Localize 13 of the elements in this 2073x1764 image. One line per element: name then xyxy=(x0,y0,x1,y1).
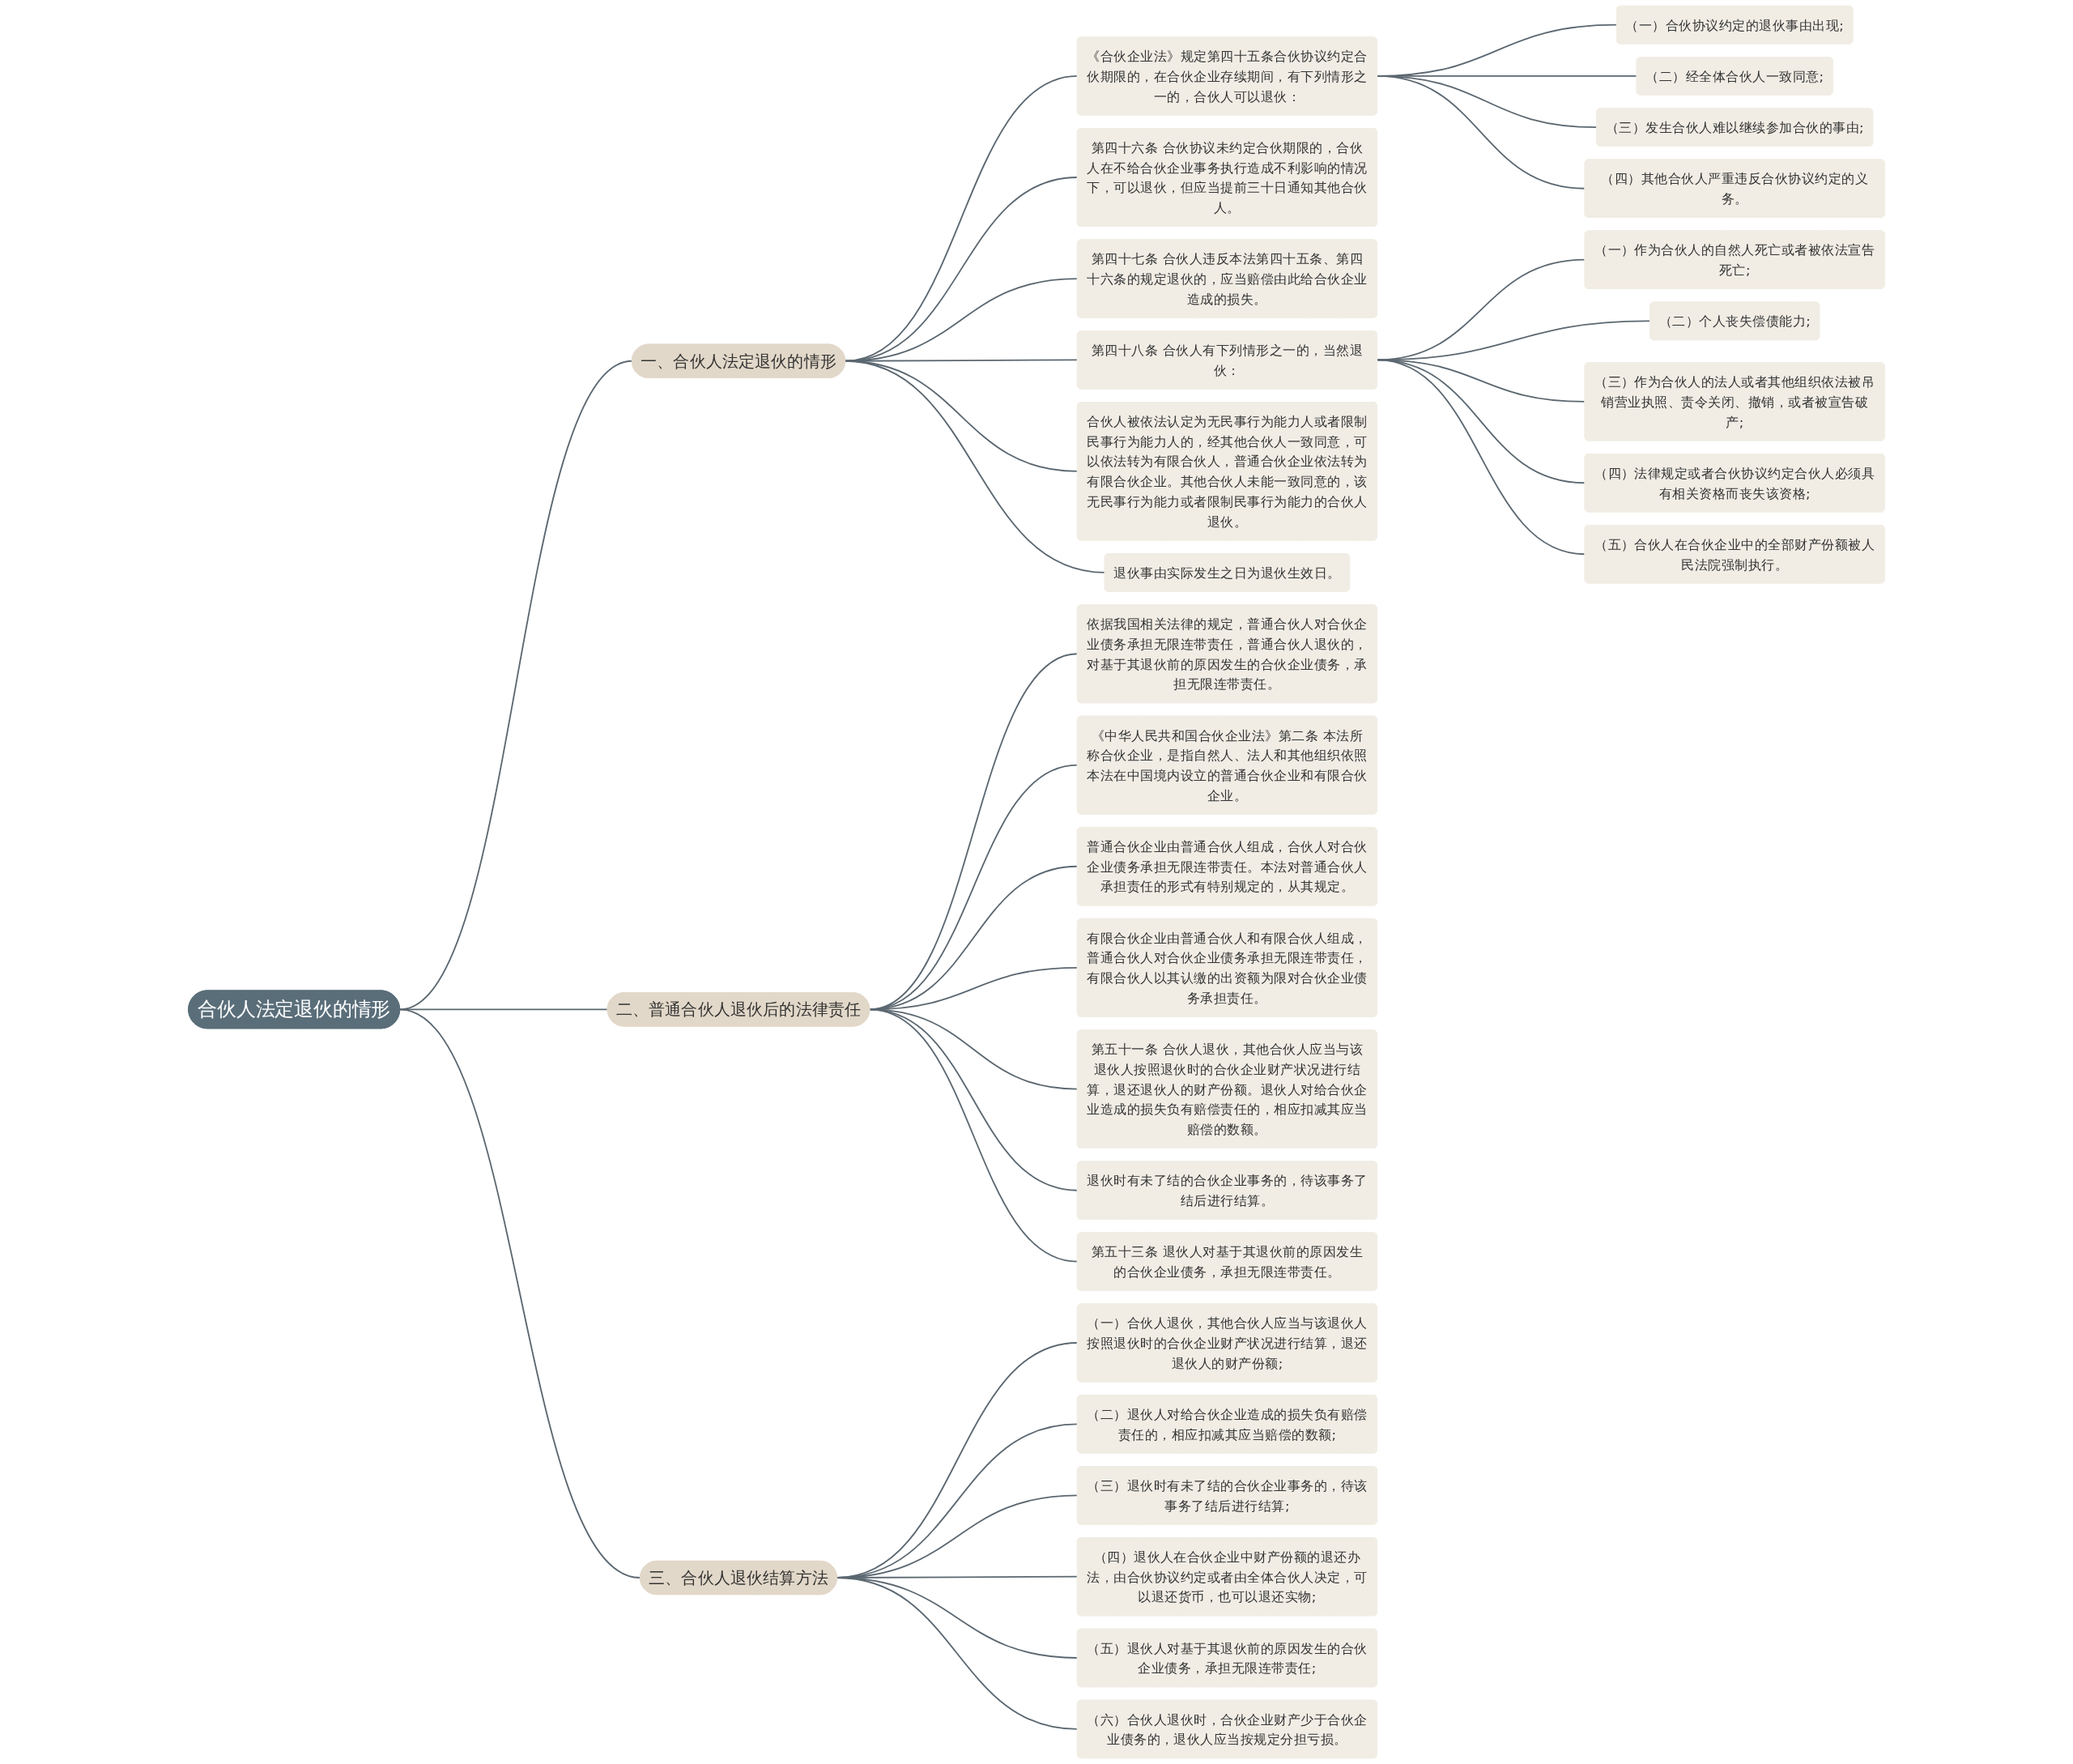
connector xyxy=(398,1008,641,1579)
connector xyxy=(836,1577,1079,1730)
connector xyxy=(1376,320,1651,361)
connector xyxy=(868,1008,1079,1263)
connector xyxy=(1376,359,1586,484)
connector xyxy=(1376,359,1586,556)
connector xyxy=(398,1008,609,1011)
connector xyxy=(1376,75,1586,190)
connector xyxy=(844,360,1106,573)
connector xyxy=(868,1008,1079,1090)
connector xyxy=(1376,359,1586,403)
connector xyxy=(868,1008,1079,1191)
connector xyxy=(398,360,633,1011)
